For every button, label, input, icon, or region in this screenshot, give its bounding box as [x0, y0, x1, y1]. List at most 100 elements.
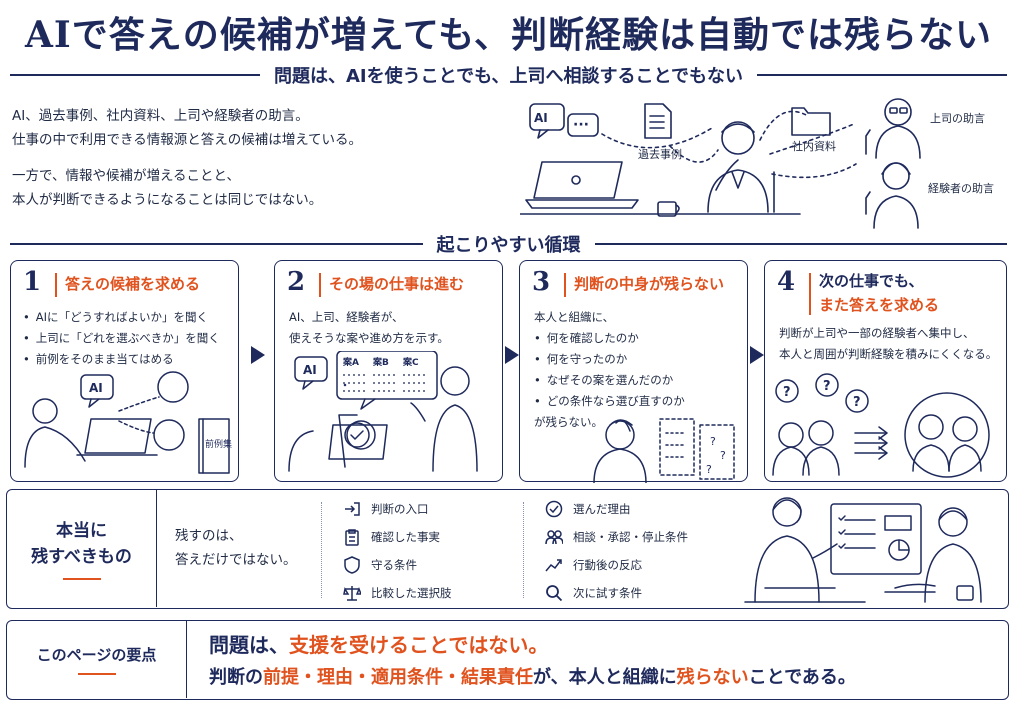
- step-separator: [319, 273, 321, 297]
- scene-ai-label: AI: [534, 111, 548, 125]
- step-number: 2: [287, 267, 306, 297]
- summary-highlight: 残らない: [676, 667, 749, 688]
- scale-icon: [343, 586, 361, 601]
- svg-text:?: ?: [706, 463, 712, 476]
- step-number: 1: [23, 267, 42, 297]
- keep-item: 次に試す条件: [545, 584, 642, 602]
- divider: [10, 74, 260, 76]
- keep-item-label: 選んだ理由: [573, 502, 631, 516]
- list-item: 上司に「どれを選ぶべきか」を聞く: [23, 328, 220, 349]
- summary-text: 問題は、: [209, 633, 289, 657]
- step-separator: [564, 273, 566, 297]
- page-summary-panel: このページの要点 問題は、支援を受けることではない。 判断の前提・理由・適用条件…: [6, 620, 1009, 700]
- step-card-4: 4 次の仕事でも、 また答えを求める 判断が上司や一部の経験者へ集中し、 本人と…: [764, 260, 1007, 482]
- body-line: 判断が上司や一部の経験者へ集中し、: [779, 326, 975, 340]
- list-item: AIに「どうすればよいか」を聞く: [23, 307, 220, 328]
- check-circle-icon: [545, 500, 563, 518]
- keep-lead: 残すのは、 答えだけではない。: [175, 524, 297, 572]
- keep-item-label: 守る条件: [371, 558, 417, 572]
- search-icon: [546, 585, 563, 602]
- keep-item: 比較した選択肢: [343, 584, 452, 602]
- accent-bar: [62, 577, 101, 580]
- body-line: 本人と組織に、: [534, 310, 615, 324]
- step-2-illustration: AI 案A 案B 案C: [288, 351, 478, 472]
- flow-arrow: [251, 346, 265, 364]
- step-list: AIに「どうすればよいか」を聞く 上司に「どれを選ぶべきか」を聞く 前例をそのま…: [23, 307, 220, 370]
- step-separator: [55, 273, 57, 297]
- people-icon: [545, 530, 563, 545]
- tag-past-cases: 過去事例: [638, 148, 682, 161]
- body-line: が残らない。: [534, 415, 603, 429]
- divider: [594, 243, 1007, 245]
- keep-item-label: 確認した事実: [371, 530, 440, 544]
- loop-title: 起こりやすい循環: [436, 235, 581, 256]
- intro-line: 本人が判断できるようになることは同じではない。: [12, 192, 323, 208]
- keep-label-line: 本当に: [56, 520, 107, 541]
- tag-boss-advice: 上司の助言: [930, 112, 985, 125]
- step-4-illustration: ? ? ?: [772, 373, 990, 478]
- step-separator: [809, 273, 811, 315]
- what-to-keep-panel: 本当に 残すべきもの 残すのは、 答えだけではない。 判断の入口 確認した事実 …: [6, 489, 1009, 609]
- step-title: 判断の中身が残らない: [574, 275, 725, 293]
- list-item: どの条件なら選び直すのか: [534, 391, 685, 412]
- page-subtitle: 問題は、AIを使うことでも、上司へ相談することでもない: [274, 66, 744, 87]
- entry-icon: [345, 502, 360, 516]
- step-card-2: 2 その場の仕事は進む AI、上司、経験者が、 使えそうな案や進め方を示す。 A…: [274, 260, 503, 482]
- subtitle-row: 問題は、AIを使うことでも、上司へ相談することでもない: [10, 62, 1008, 88]
- summary-highlight: 前提・理由・適用条件・結果責任: [263, 667, 533, 688]
- step-title: 答えの候補を求める: [65, 275, 201, 293]
- svg-text:···: ···: [573, 117, 589, 133]
- body-line: 本人と周囲が判断経験を積みにくくなる。: [779, 347, 998, 361]
- keep-item-label: 相談・承認・停止条件: [573, 530, 688, 544]
- summary-text: が、本人と組織に: [533, 667, 677, 688]
- flow-arrow: [505, 346, 519, 364]
- keep-item: 行動後の反応: [545, 556, 642, 574]
- step-body: 本人と組織に、 何を確認したのか 何を守ったのか なぜその案を選んだのか どの条…: [534, 307, 685, 433]
- step-3-illustration: ? ? ?: [593, 418, 735, 483]
- plan-c-label: 案C: [402, 356, 419, 368]
- keep-item: 相談・承認・停止条件: [545, 528, 688, 546]
- summary-label: このページの要点: [7, 621, 187, 698]
- information-sources-illustration: AI ··· 過去事例 社内資料 上司の助言 経験者の助言: [519, 94, 1010, 234]
- step-title: その場の仕事は進む: [329, 275, 465, 293]
- svg-text:?: ?: [853, 395, 861, 410]
- plan-b-label: 案B: [372, 356, 389, 368]
- svg-text:?: ?: [823, 379, 831, 394]
- svg-text:?: ?: [783, 385, 791, 400]
- intro-line: 一方で、情報や候補が増えることと、: [12, 168, 241, 184]
- divider: [10, 243, 423, 245]
- accent-bar: [77, 673, 116, 675]
- keep-item: 判断の入口: [343, 500, 429, 518]
- step-card-3: 3 判断の中身が残らない 本人と組織に、 何を確認したのか 何を守ったのか なぜ…: [519, 260, 748, 483]
- step-number: 3: [532, 267, 551, 297]
- intro-line: 仕事の中で利用できる情報源と答えの候補は増えている。: [12, 132, 363, 148]
- list-item: 何を守ったのか: [534, 349, 685, 370]
- page-title: AIで答えの候補が増えても、判断経験は自動では残らない: [24, 14, 993, 56]
- dotted-divider: [523, 502, 524, 598]
- summary-label-text: このページの要点: [36, 646, 157, 664]
- body-line: AI、上司、経験者が、: [289, 310, 404, 324]
- step-list: 何を確認したのか 何を守ったのか なぜその案を選んだのか どの条件なら選び直すの…: [534, 328, 685, 412]
- body-line: 使えそうな案や進め方を示す。: [289, 331, 449, 345]
- scene-drawing: AI ···: [519, 98, 921, 229]
- keep-label-line: 残すべきもの: [31, 546, 132, 567]
- keep-label: 本当に 残すべきもの: [7, 490, 157, 607]
- step-1-ai-label: AI: [89, 381, 103, 395]
- step-title-line: 次の仕事でも、: [819, 272, 924, 290]
- step-body: AI、上司、経験者が、 使えそうな案や進め方を示す。: [289, 307, 449, 349]
- step-2-ai-label: AI: [303, 363, 317, 377]
- keep-item-label: 次に試す条件: [573, 586, 642, 600]
- step-card-1: 1 答えの候補を求める AIに「どうすればよいか」を聞く 上司に「どれを選ぶべき…: [10, 260, 239, 482]
- meeting-illustration: [744, 497, 982, 603]
- tag-expert-advice: 経験者の助言: [928, 182, 994, 195]
- divider: [757, 74, 1008, 76]
- trend-icon: [545, 559, 562, 572]
- list-item: 何を確認したのか: [534, 328, 685, 349]
- summary-text: ことである。: [748, 667, 856, 688]
- loop-heading-row: 起こりやすい循環: [10, 232, 1007, 256]
- keep-item: 守る条件: [343, 556, 417, 574]
- book-label: 前例集: [205, 438, 232, 450]
- keep-item-label: 行動後の反応: [573, 558, 642, 572]
- step-title: 次の仕事でも、 また答えを求める: [819, 269, 939, 317]
- flow-arrow: [750, 346, 764, 364]
